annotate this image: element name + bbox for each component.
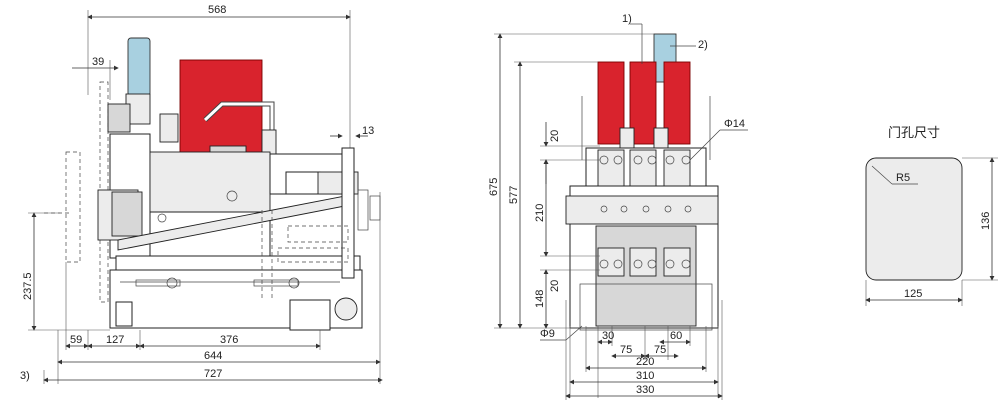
cutout-width: 125: [904, 288, 922, 300]
dim-phi9: Φ9: [540, 328, 555, 340]
handle-blue: [127, 37, 151, 97]
cutout-height: 136: [980, 212, 992, 230]
dim-376: 376: [220, 334, 238, 346]
door-cutout-title: 门孔尺寸: [888, 126, 940, 141]
note-3: 3): [20, 370, 30, 382]
dim-75a: 75: [620, 344, 632, 356]
dim-568: 568: [208, 4, 226, 16]
cutout-radius: R5: [896, 172, 910, 184]
dim-237-5: 237.5: [22, 272, 34, 300]
dim-39: 39: [92, 56, 104, 68]
dim-13: 13: [362, 125, 374, 137]
note-2: 2): [698, 39, 708, 51]
dim-30: 30: [602, 330, 614, 342]
dim-127: 127: [106, 334, 124, 346]
dim-644: 644: [204, 350, 222, 362]
red-panel: [179, 59, 263, 159]
dim-210: 210: [534, 204, 546, 222]
dim-148: 148: [534, 290, 546, 308]
dim-330: 330: [636, 384, 654, 396]
dim-59: 59: [70, 334, 82, 346]
cutout-shape: [865, 157, 963, 281]
dim-phi14: Φ14: [724, 118, 745, 130]
dim-310: 310: [636, 370, 654, 382]
dim-20-bot: 20: [549, 280, 561, 292]
dim-20-top: 20: [549, 130, 561, 142]
dim-675: 675: [488, 178, 500, 196]
dim-220: 220: [636, 356, 654, 368]
note-1: 1): [622, 13, 632, 25]
dim-727: 727: [204, 368, 222, 380]
door-cutout: 门孔尺寸 R5 136 125: [865, 126, 998, 306]
dim-577: 577: [508, 186, 520, 204]
dim-60: 60: [670, 330, 682, 342]
dim-75b: 75: [654, 344, 666, 356]
side-view: 568 39: [20, 4, 383, 384]
front-view: 1) 2) 675: [488, 13, 748, 400]
